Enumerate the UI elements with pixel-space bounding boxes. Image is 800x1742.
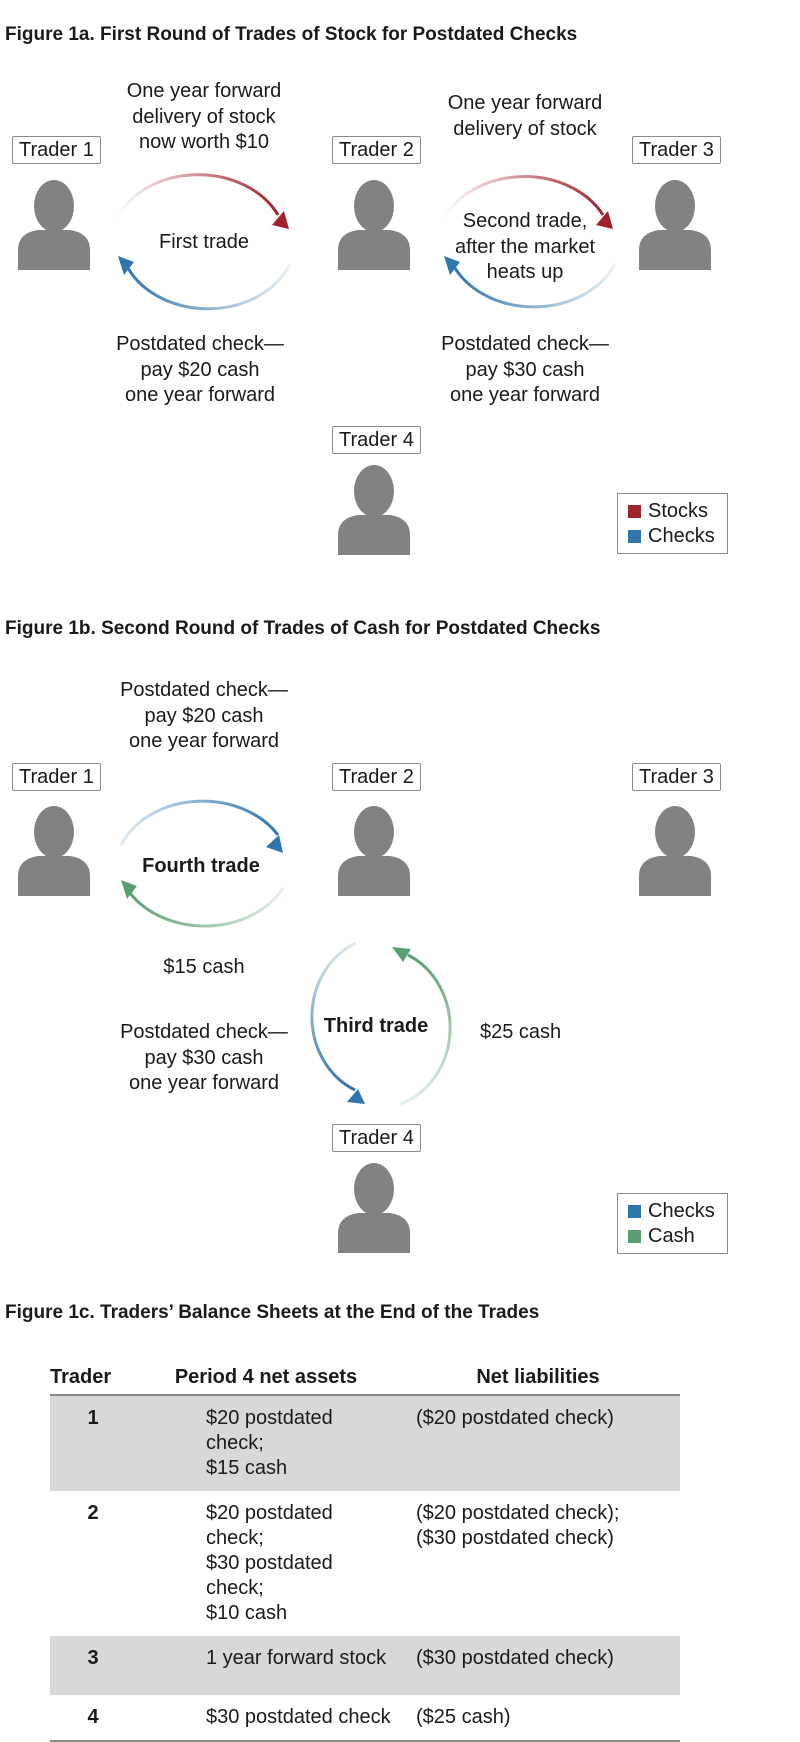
row-liabilities: ($20 postdated check);($30 postdated che…: [416, 1502, 620, 1549]
row-trader: 2: [87, 1502, 99, 1524]
table-row: 4 $30 postdated check ($25 cash): [50, 1695, 680, 1742]
check-arrowhead-2: [444, 256, 460, 275]
row-assets: 1 year forward stock: [136, 1636, 396, 1695]
legend-item-checks: Checks: [628, 524, 717, 549]
header-net-liabilities: Net liabilities: [396, 1365, 680, 1396]
cash-swatch: [628, 1230, 641, 1243]
trader-4-label: Trader 4: [332, 426, 421, 454]
trader-3-label: Trader 3: [632, 136, 721, 164]
check-arrow-trader2-to-trader4: [310, 941, 357, 1092]
figure-1b-diagram: [18, 799, 711, 1253]
row-trader: 4: [50, 1695, 136, 1742]
cash-25-label: $25 cash: [480, 1021, 562, 1043]
row-trader: 1: [50, 1395, 136, 1491]
table-row: 1 $20 postdated check;$15 cash ($20 post…: [50, 1395, 680, 1491]
trader-2-person-icon-1b: [338, 806, 410, 896]
check-arrow-trader2-to-trader1: [126, 263, 292, 311]
checks-swatch-1b: [628, 1205, 641, 1218]
trader-1-label-1b: Trader 1: [12, 763, 101, 791]
figure-1a-diagram: [18, 173, 711, 555]
table-row: 3 1 year forward stock ($30 postdated ch…: [50, 1636, 680, 1695]
check-arrow-trader1-to-trader2: [119, 799, 280, 846]
figure-1a-legend: Stocks Checks: [617, 493, 728, 554]
check-arrowhead-third: [347, 1089, 365, 1104]
row-assets: $30 postdated check: [136, 1695, 396, 1742]
row-liabilities: ($20 postdated check): [396, 1395, 680, 1491]
trader-1-person-icon: [18, 180, 90, 270]
trader-4-person-icon: [338, 465, 410, 555]
row-assets: $20 postdated check;$15 cash: [136, 1395, 396, 1491]
legend-item-cash: Cash: [628, 1224, 717, 1249]
trader-3-person-icon-1b: [639, 806, 711, 896]
stock-arrowhead-1: [272, 211, 289, 229]
row-liabilities: ($25 cash): [396, 1695, 680, 1742]
row-trader: 3: [50, 1636, 136, 1695]
trader-2-person-icon: [338, 180, 410, 270]
trader-3-label-1b: Trader 3: [632, 763, 721, 791]
row-liabilities: ($30 postdated check): [396, 1636, 680, 1695]
stock-arrowhead-2: [596, 211, 613, 229]
table-header-row: Trader Period 4 net assets Net liabiliti…: [50, 1365, 680, 1396]
trader-1-person-icon-1b: [18, 806, 90, 896]
third-trade-label: Third trade: [323, 1015, 429, 1037]
figure-1c-title: Figure 1c. Traders’ Balance Sheets at th…: [5, 1302, 540, 1323]
cash-arrowhead-third: [392, 947, 411, 962]
legend-item-stocks: Stocks: [628, 499, 717, 524]
trader-4-label-1b: Trader 4: [332, 1124, 421, 1152]
table-row: 2 $20 postdated check;$30 postdated chec…: [50, 1491, 680, 1636]
figure-1b-legend: Checks Cash: [617, 1193, 728, 1254]
check-arrowhead-1: [118, 256, 134, 275]
balance-sheet-table: Trader Period 4 net assets Net liabiliti…: [50, 1365, 680, 1742]
stock-arrow-trader2-to-trader3: [441, 175, 605, 221]
fourth-trade-label: Fourth trade: [142, 855, 260, 877]
cash-arrowhead-fourth: [121, 880, 137, 899]
trader-4-person-icon-1b: [338, 1163, 410, 1253]
check-arrowhead-fourth: [266, 835, 283, 853]
trader-3-person-icon: [639, 180, 711, 270]
figure-1a-title: Figure 1a. First Round of Trades of Stoc…: [5, 24, 578, 45]
cash-arrow-trader4-to-trader2: [399, 953, 452, 1106]
figure-1b-title: Figure 1b. Second Round of Trades of Cas…: [5, 618, 601, 639]
trader-1-label: Trader 1: [12, 136, 101, 164]
cash-15-label: $15 cash: [163, 956, 245, 978]
checks-swatch: [628, 530, 641, 543]
header-trader: Trader: [50, 1365, 136, 1396]
check-arrow-trader3-to-trader2: [453, 263, 617, 309]
trader-2-label: Trader 2: [332, 136, 421, 164]
trader-2-label-1b: Trader 2: [332, 763, 421, 791]
cash-arrow-trader2-to-trader1: [128, 887, 285, 928]
stock-arrow-trader1-to-trader2: [114, 173, 280, 221]
stocks-swatch: [628, 505, 641, 518]
row-assets: $20 postdated check;$30 postdated check;…: [206, 1502, 333, 1624]
first-trade-label: First trade: [158, 231, 250, 253]
legend-item-checks-1b: Checks: [628, 1199, 717, 1224]
header-period4-assets: Period 4 net assets: [136, 1365, 396, 1396]
